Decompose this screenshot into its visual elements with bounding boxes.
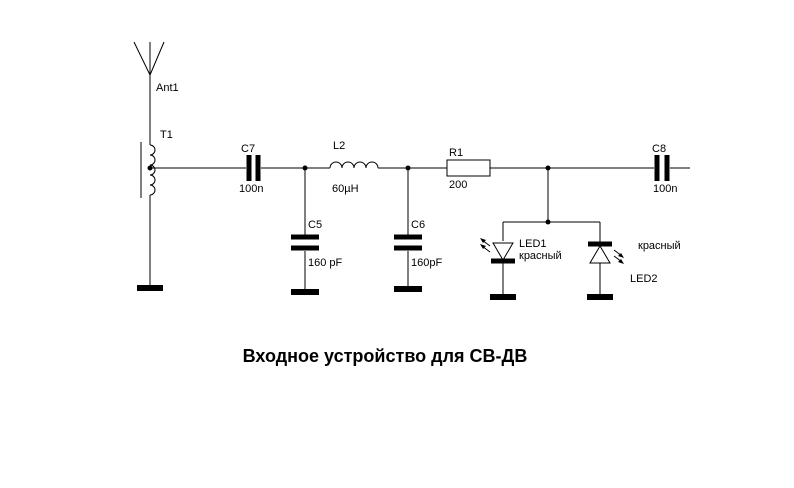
capacitor-c5 <box>291 168 319 295</box>
light-arrows-led1 <box>480 238 491 253</box>
label-c5: C5 <box>308 219 322 231</box>
label-l2: L2 <box>333 140 345 152</box>
led2 <box>587 222 624 300</box>
label-l2-value: 60µH <box>332 183 359 195</box>
inductor-l2 <box>329 161 379 169</box>
label-led1-color: красный <box>519 250 562 262</box>
capacitor-c6 <box>394 168 422 292</box>
resistor-r1 <box>446 159 491 177</box>
transformer-t1 <box>137 142 163 291</box>
led1 <box>480 222 516 300</box>
label-c7: C7 <box>241 143 255 155</box>
label-r1-value: 200 <box>449 179 467 191</box>
label-ant1: Ant1 <box>156 82 179 94</box>
label-led1: LED1 <box>519 238 547 250</box>
capacitor-c8 <box>654 155 670 181</box>
light-arrows-led2 <box>613 249 624 264</box>
label-c6: C6 <box>411 219 425 231</box>
label-r1: R1 <box>449 147 463 159</box>
label-c6-value: 160pF <box>411 257 442 269</box>
diagram-title: Входное устройство для СВ-ДВ <box>243 346 528 366</box>
label-c7-value: 100n <box>239 183 263 195</box>
label-led2: LED2 <box>630 273 658 285</box>
label-c5-value: 160 pF <box>308 257 343 269</box>
label-c8: C8 <box>652 143 666 155</box>
antenna-ant1 <box>133 41 165 145</box>
capacitor-c7 <box>246 155 261 181</box>
label-t1: T1 <box>160 129 173 141</box>
label-led2-color: красный <box>638 240 681 252</box>
label-c8-value: 100n <box>653 183 677 195</box>
